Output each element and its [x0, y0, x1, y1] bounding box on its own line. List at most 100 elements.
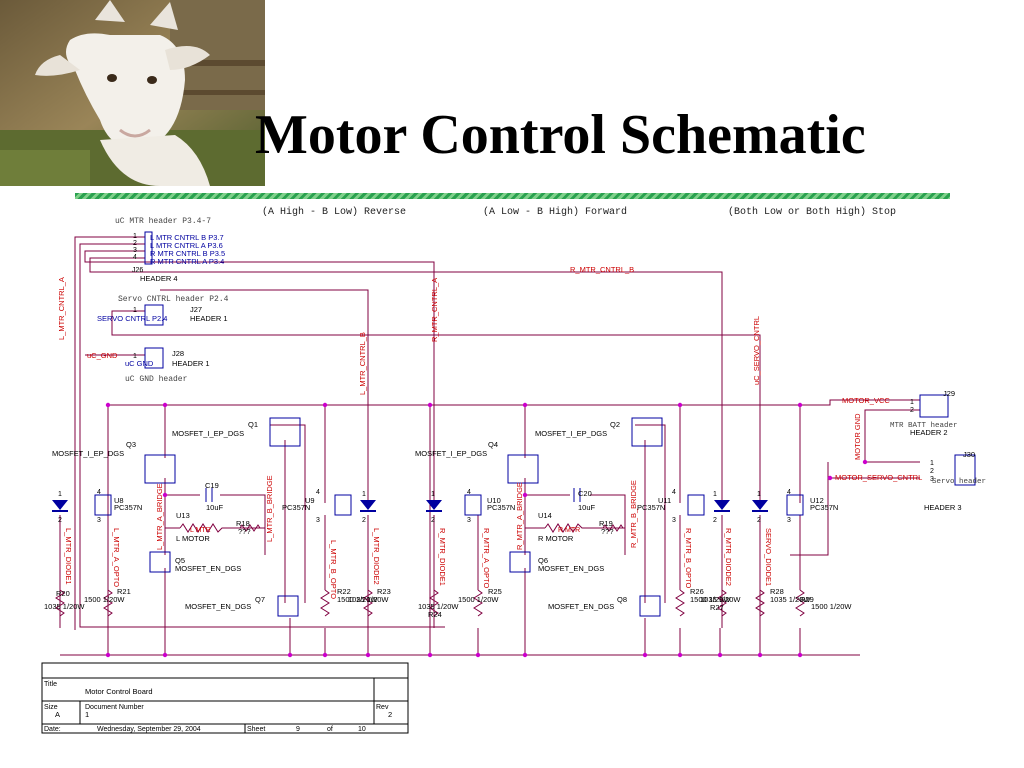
- j30-ref: J30: [963, 450, 975, 459]
- legend-stop: (Both Low or Both High) Stop: [728, 206, 896, 218]
- header1a-label: HEADER 1: [190, 314, 228, 323]
- q2-ref: Q2: [610, 420, 620, 429]
- j26-net-1: L MTR CNTRL B P3.7: [150, 233, 224, 242]
- u9-pin-3: 3: [316, 517, 320, 524]
- header4-label: HEADER 4: [140, 274, 178, 283]
- servo-header-caption-2: Servo header: [932, 478, 986, 486]
- r18-ref: R18: [236, 519, 250, 528]
- net-r-mtr-cntrl-b: R_MTR_CNTRL_B: [570, 265, 634, 274]
- r19-ref: R19: [599, 519, 613, 528]
- u12-pin-3: 3: [787, 517, 791, 524]
- r23-value: 1035 1/20W: [348, 595, 389, 604]
- r22-value: 1500 1/20W: [337, 595, 378, 604]
- net-l-mtr-a-bridge: L_MTR_A_BRIDGE: [155, 483, 164, 550]
- header1b-label: HEADER 1: [172, 359, 210, 368]
- r24-ref: R24: [428, 610, 442, 619]
- u14-value: R MOTOR: [538, 534, 574, 543]
- u13-value: L MOTOR: [176, 534, 210, 543]
- j29-ref: J29: [943, 389, 955, 398]
- u8-pin-1: 1: [58, 491, 62, 498]
- q4-value: MOSFET_I_EP_DGS: [415, 449, 487, 458]
- u11-pin-4: 4: [672, 489, 676, 496]
- q1-ref: Q1: [248, 420, 258, 429]
- q2-value: MOSFET_I_EP_DGS: [535, 429, 607, 438]
- tb-of-value: 10: [358, 726, 366, 733]
- header3-label: HEADER 3: [924, 503, 962, 512]
- q6-ref: Q6: [538, 556, 548, 565]
- j26-ref: J26: [132, 267, 143, 274]
- u9-pin-2: 2: [362, 517, 366, 524]
- uc-mtr-header-caption: uC MTR header P3.4-7: [115, 217, 211, 226]
- r22-ref: R22: [337, 587, 351, 596]
- j27-ref: J27: [190, 305, 202, 314]
- net-l-mtr-diode1: L_MTR_DIODE1: [64, 528, 73, 585]
- j30-pin-2: 2: [930, 468, 934, 475]
- u12-pin-1: 1: [757, 491, 761, 498]
- q5-ref: Q5: [175, 556, 185, 565]
- net-motor-gnd: MOTOR GND: [853, 413, 862, 460]
- title-divider: [75, 193, 950, 199]
- servo-header-caption: Servo CNTRL header P2.4: [118, 295, 229, 304]
- j30-pin-1: 1: [930, 460, 934, 467]
- net-motor-vcc: MOTOR_VCC: [842, 396, 890, 405]
- r21-value: 1500 1/20W: [84, 595, 125, 604]
- j27-pin-1: 1: [133, 307, 137, 314]
- u10-pin-4: 4: [467, 489, 471, 496]
- tb-rev-value: 2: [388, 710, 392, 719]
- tb-title-value: Motor Control Board: [85, 687, 153, 696]
- u10-pin-2: 2: [431, 517, 435, 524]
- c20-value: 10uF: [578, 503, 596, 512]
- u8-ref: U8: [114, 496, 124, 505]
- j26-pin-3: 3: [133, 247, 137, 254]
- j27-net: SERVO CNTRL P2.4: [97, 314, 167, 323]
- q8-ref: Q8: [617, 595, 627, 604]
- net-l-mtr-cntrl-a: L_MTR_CNTRL_A: [57, 277, 66, 340]
- r25-ref: R25: [488, 587, 502, 596]
- q3-value: MOSFET_I_EP_DGS: [52, 449, 124, 458]
- net-l-mtr: L MTR: [190, 527, 211, 534]
- u10-value: PC357N: [487, 503, 515, 512]
- r21-ref: R21: [117, 587, 131, 596]
- q7-ref: Q7: [255, 595, 265, 604]
- r29-ref: R29: [800, 595, 814, 604]
- tb-date-value: Wednesday, September 29, 2004: [97, 726, 201, 733]
- net-r-mtr-diode1: R_MTR_DIODE1: [438, 528, 447, 586]
- net-r-mtr-a-opto: R_MTR_A_OPTO: [482, 528, 491, 588]
- j26-net-3: R MTR CNTRL B P3.5: [150, 249, 225, 258]
- r27-value: 1035 1/20W: [700, 595, 741, 604]
- c20-ref: C20: [578, 489, 592, 498]
- u12-value: PC357N: [810, 503, 838, 512]
- c19-value: 10uF: [206, 503, 224, 512]
- slide-title: Motor Control Schematic: [255, 104, 866, 166]
- u11-pin-2: 2: [713, 517, 717, 524]
- net-motor-servo-cntrl: MOTOR_SERVO_CNTRL: [835, 473, 922, 482]
- net-r-mtr: R MTR: [558, 527, 580, 534]
- tb-sheet-label: Sheet: [247, 726, 265, 733]
- tb-docnum-value: 1: [85, 710, 89, 719]
- u9-value: PC357N: [282, 503, 310, 512]
- tb-of-label: of: [327, 726, 333, 733]
- tb-docnum-label: Document Number: [85, 704, 144, 711]
- u10-ref: U10: [487, 496, 501, 505]
- net-r-mtr-b-opto: R_MTR_B_OPTO: [684, 528, 693, 588]
- net-uc-servo-cntrl: uC_SERVO_CNTRL: [752, 316, 761, 385]
- r28-ref: R28: [770, 587, 784, 596]
- j28-ref: J28: [172, 349, 184, 358]
- r24-value: 1035 1/20W: [418, 602, 459, 611]
- r29-value: 1500 1/20W: [811, 602, 852, 611]
- j26-pin-2: 2: [133, 240, 137, 247]
- u11-pin-3: 3: [672, 517, 676, 524]
- r18-value: ???: [238, 527, 251, 536]
- u8-pin-2: 2: [58, 517, 62, 524]
- u10-pin-3: 3: [467, 517, 471, 524]
- u8-value: PC357N: [114, 503, 142, 512]
- legend-forward: (A Low - B High) Forward: [483, 206, 627, 218]
- tb-size-label: Size: [44, 704, 58, 711]
- goat-photo: [0, 0, 265, 186]
- u12-pin-2: 2: [757, 517, 761, 524]
- u12-pin-4: 4: [787, 489, 791, 496]
- j29-pin-2: 2: [910, 407, 914, 414]
- q1-value: MOSFET_I_EP_DGS: [172, 429, 244, 438]
- u9-ref: U9: [305, 496, 315, 505]
- j28-pin-1: 1: [133, 353, 137, 360]
